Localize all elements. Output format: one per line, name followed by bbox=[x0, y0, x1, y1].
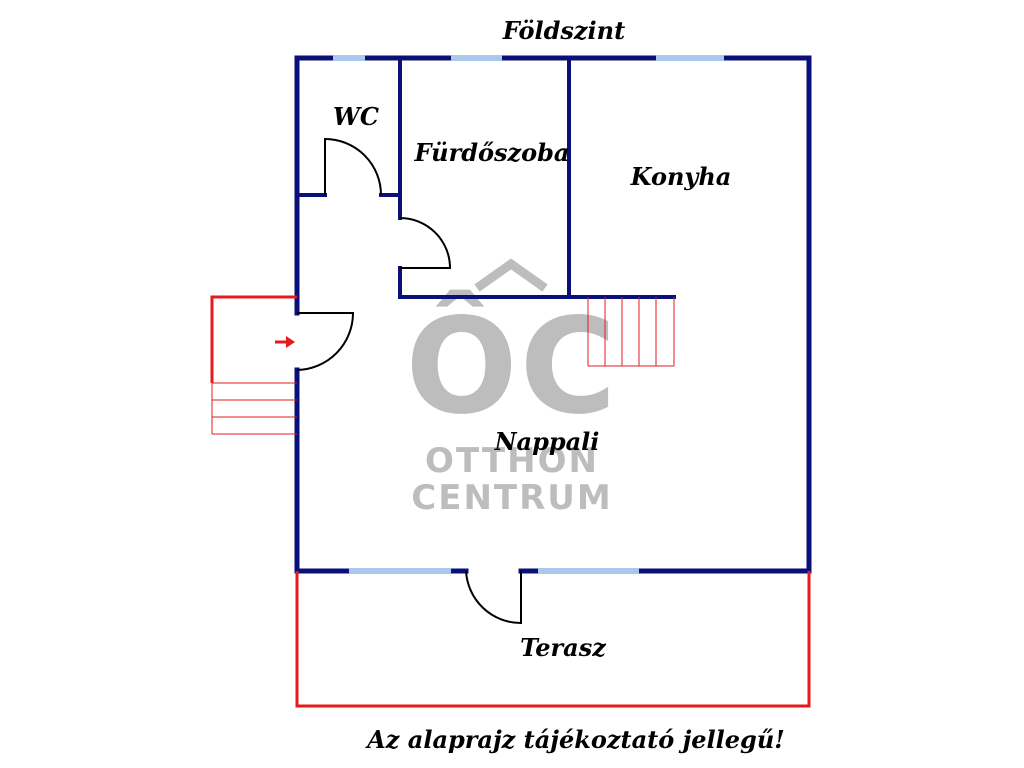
door-wc bbox=[324, 137, 382, 196]
door-terrace bbox=[465, 570, 522, 625]
watermark-monogram: ÔC bbox=[405, 289, 618, 444]
watermark-roof-icon bbox=[474, 258, 548, 292]
watermark-line2: CENTRUM bbox=[411, 478, 612, 518]
room-label-bathroom: Fürdőszoba bbox=[414, 138, 570, 167]
door-bathroom bbox=[399, 217, 452, 269]
watermark: ÔC OTTHON CENTRUM bbox=[405, 258, 618, 518]
room-label-wc: WC bbox=[333, 102, 379, 131]
room-label-living-room: Nappali bbox=[494, 427, 600, 456]
door-entrance bbox=[296, 312, 355, 371]
entrance-stairs bbox=[210, 295, 297, 435]
interior-walls bbox=[295, 56, 676, 299]
interior-stairs bbox=[587, 297, 675, 367]
windows bbox=[333, 55, 724, 574]
floor-title: Földszint bbox=[502, 16, 625, 45]
entry-arrow-icon bbox=[275, 336, 295, 348]
disclaimer-text: Az alaprajz tájékoztató jellegű! bbox=[365, 725, 785, 754]
watermark-line1: OTTHON bbox=[425, 441, 599, 481]
room-label-kitchen: Konyha bbox=[630, 162, 732, 191]
doors bbox=[296, 137, 522, 625]
room-label-terrace: Terasz bbox=[520, 633, 607, 662]
terrace-outline bbox=[295, 571, 811, 708]
